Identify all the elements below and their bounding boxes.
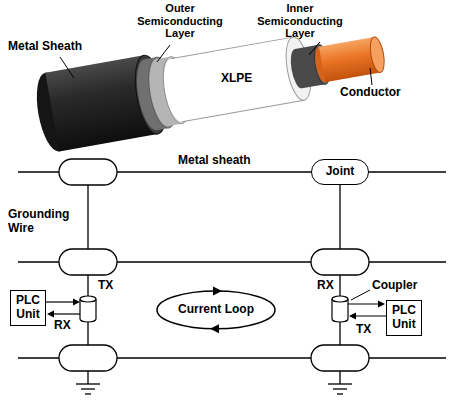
xlpe-insulation bbox=[171, 37, 304, 122]
plc-unit-box: PLC Unit bbox=[386, 300, 422, 336]
ground-symbol bbox=[333, 388, 347, 389]
part-label: Inner Semiconducting Layer bbox=[248, 2, 352, 40]
cable-lines bbox=[18, 172, 446, 358]
part-label: Grounding Wire bbox=[8, 208, 78, 236]
joint-symbol bbox=[311, 249, 369, 275]
arrowhead bbox=[73, 299, 80, 306]
node-text: Current Loop bbox=[178, 303, 254, 317]
joint-symbol bbox=[311, 345, 369, 371]
ground-symbol bbox=[81, 388, 95, 389]
leader-lines bbox=[60, 42, 372, 300]
leader-line bbox=[309, 42, 320, 55]
loop-ellipse bbox=[157, 291, 275, 329]
ground-symbol bbox=[328, 383, 352, 384]
signal-label: RX bbox=[54, 319, 71, 333]
signal-label: RX bbox=[317, 279, 334, 293]
node-text: Joint bbox=[326, 165, 355, 179]
xlpe-edge bbox=[171, 37, 293, 59]
signal-label: TX bbox=[356, 323, 371, 337]
rx-wire bbox=[348, 303, 381, 304]
arrowhead bbox=[47, 311, 54, 318]
ground-symbol bbox=[76, 383, 100, 384]
part-label: XLPE bbox=[221, 72, 252, 86]
leader-line bbox=[370, 68, 372, 85]
ground-symbols bbox=[76, 384, 352, 394]
grounding-wire bbox=[87, 185, 88, 249]
ground-symbol bbox=[337, 393, 343, 394]
node-text: PLC Unit bbox=[392, 304, 416, 332]
coupler-symbol bbox=[80, 296, 96, 302]
arrowhead bbox=[349, 313, 356, 320]
grounding-wire bbox=[339, 185, 340, 249]
node-text: PLC Unit bbox=[16, 294, 40, 322]
arrowhead bbox=[378, 301, 385, 308]
grounding-wire bbox=[87, 371, 88, 384]
joint-symbol bbox=[59, 159, 117, 185]
grounding-wires bbox=[88, 185, 340, 384]
grounding-wire bbox=[339, 371, 340, 384]
ground-symbol bbox=[85, 393, 91, 394]
rx-wire bbox=[50, 313, 80, 314]
joints bbox=[59, 159, 369, 371]
current-loop: Current Loop bbox=[156, 290, 276, 330]
xlpe-edge bbox=[182, 100, 304, 122]
coupler-symbol bbox=[332, 296, 348, 302]
part-label: Outer Semiconducting Layer bbox=[128, 2, 232, 40]
loop-arrowhead bbox=[210, 324, 219, 333]
couplers bbox=[80, 296, 348, 322]
leader-line bbox=[351, 290, 370, 300]
joint-box: Joint bbox=[311, 159, 369, 185]
part-label: Conductor bbox=[340, 86, 401, 100]
tx-wire bbox=[46, 301, 76, 302]
joint-symbol bbox=[59, 345, 117, 371]
leader-line bbox=[157, 45, 170, 62]
joint-symbol bbox=[59, 249, 117, 275]
plc-unit-box: PLC Unit bbox=[10, 290, 46, 326]
line-label: Metal sheath bbox=[176, 154, 253, 168]
signal-label: TX bbox=[98, 279, 113, 293]
leader-line bbox=[60, 57, 74, 78]
part-label: Metal Sheath bbox=[8, 40, 82, 54]
loop-arrowhead bbox=[213, 287, 222, 296]
part-label: Coupler bbox=[372, 279, 417, 293]
tx-wire bbox=[353, 315, 386, 316]
cable-illustration bbox=[32, 14, 391, 154]
conductor-face bbox=[368, 36, 387, 74]
